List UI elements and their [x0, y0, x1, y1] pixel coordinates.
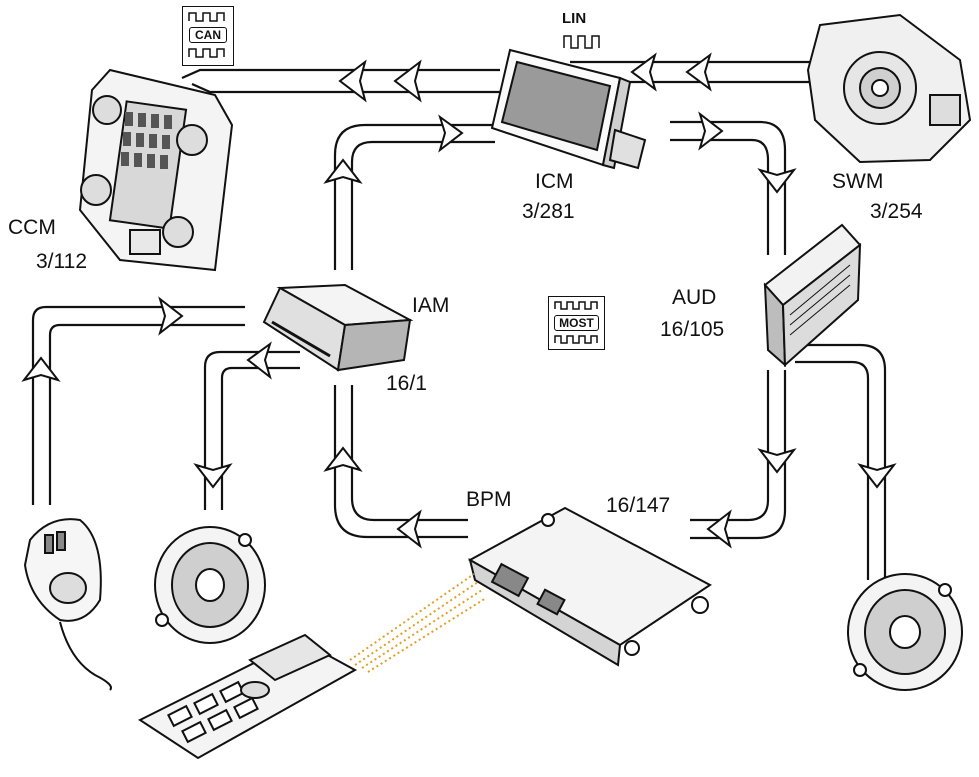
- can-label: CAN: [189, 27, 227, 43]
- icm-label: ICM: [535, 170, 574, 193]
- aud-code: 16/105: [660, 318, 725, 341]
- square-wave-icon: [188, 12, 225, 58]
- ccm-code: 3/112: [36, 250, 87, 273]
- arrow-right-iam-icm: [438, 114, 464, 153]
- arrow-left-can-1: [338, 59, 367, 103]
- arrow-down-icm-aud: [757, 168, 797, 194]
- right-speaker: [847, 573, 963, 691]
- swm-label: SWM: [832, 170, 884, 193]
- microphone: [23, 518, 112, 691]
- square-wave-icon: [554, 301, 598, 344]
- icm-code: 3/281: [522, 200, 575, 223]
- aud-label: AUD: [672, 286, 717, 309]
- mobile-phone: [137, 633, 358, 760]
- arrow-up-mic: [21, 356, 61, 382]
- swm-steering-module: [806, 13, 972, 164]
- ccm-control-panel: [78, 68, 234, 272]
- lin-label: LIN: [562, 10, 587, 27]
- most-ring-left-upper: [333, 123, 495, 270]
- arrow-left-lin-2: [685, 52, 712, 92]
- arrow-left-speaker: [246, 341, 272, 380]
- most-ring-right-lower: [690, 370, 787, 540]
- arrow-left-can-2: [393, 59, 422, 103]
- most-ring-left-lower: [333, 385, 468, 539]
- left-speaker: [154, 526, 266, 644]
- arrow-left-lin-1: [630, 52, 657, 92]
- arrow-left-aud-bpm: [706, 509, 732, 549]
- bpm-code: 16/147: [606, 494, 671, 517]
- arrow-left-bpm-iam: [396, 509, 422, 549]
- most-bus-badge: MOST: [548, 296, 605, 350]
- arrow-up-iam-icm: [323, 158, 363, 184]
- most-label: MOST: [554, 315, 599, 331]
- icm-display-unit: [490, 48, 647, 170]
- arrow-right-mic: [158, 296, 184, 336]
- left-speaker-path: [203, 350, 300, 510]
- square-wave-icon: [563, 35, 600, 49]
- iam-unit: [262, 283, 414, 372]
- arrow-down-aud-bpm: [757, 448, 797, 474]
- arrow-down-left-speaker: [193, 463, 233, 489]
- lin-bus-badge: LIN: [562, 10, 607, 52]
- bpm-module: [467, 506, 712, 667]
- ccm-label: CCM: [8, 216, 56, 239]
- arrow-up-bpm-iam: [323, 446, 363, 472]
- bpm-label: BPM: [466, 488, 512, 511]
- most-ring-right-upper: [670, 120, 787, 255]
- bluetooth-link: [349, 573, 487, 673]
- can-bus-path: [181, 68, 500, 94]
- aud-unit: [763, 223, 862, 368]
- arrow-down-right-speaker: [857, 463, 897, 489]
- iam-code: 16/1: [386, 372, 427, 395]
- swm-code: 3/254: [870, 200, 923, 223]
- arrow-right-icm-aud: [698, 111, 724, 151]
- iam-label: IAM: [412, 294, 450, 317]
- right-speaker-path: [795, 343, 887, 580]
- microphone-path: [31, 305, 245, 505]
- can-bus-badge: CAN: [182, 6, 234, 66]
